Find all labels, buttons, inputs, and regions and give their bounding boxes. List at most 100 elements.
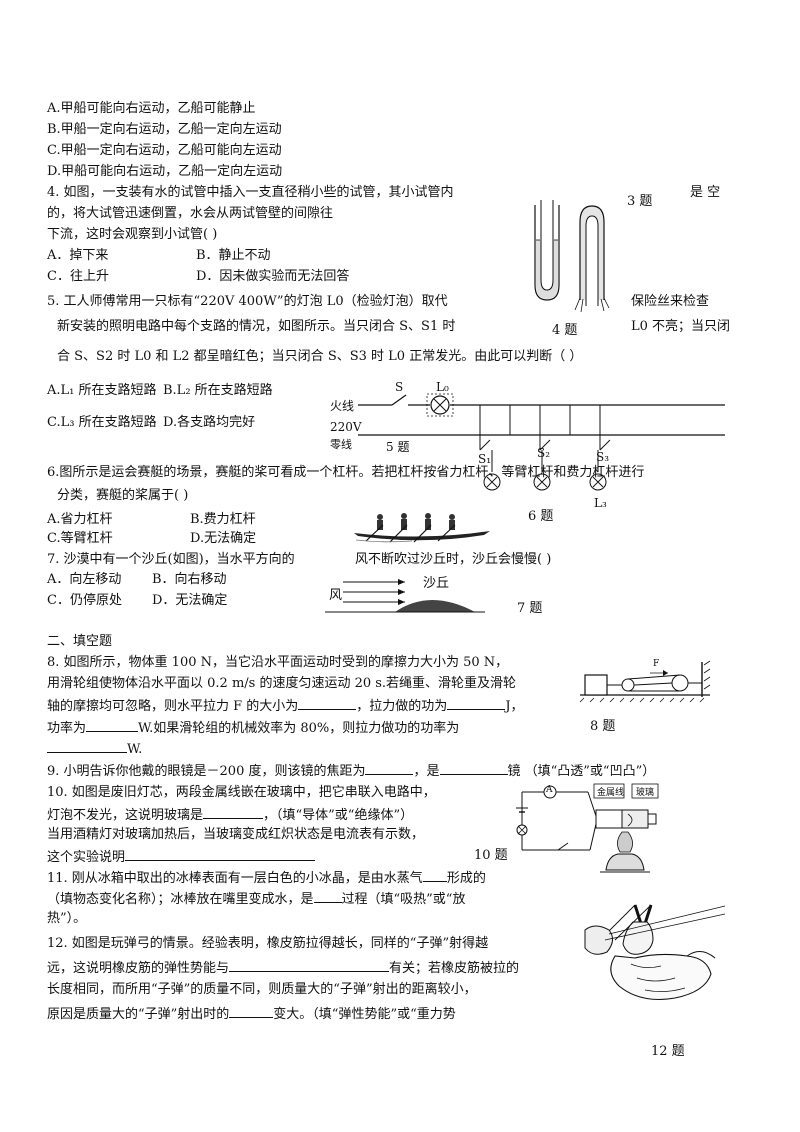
q6-option-b: B.费力杠杆 — [190, 512, 256, 527]
pulley-drawing — [579, 660, 711, 703]
q8-line4-part1: 功率为 — [47, 721, 87, 736]
q8-line3-part1: 轴的摩擦均可忽略，则水平拉力 F 的大小为 — [47, 699, 299, 714]
q5-stem-line2: 新安装的照明电路中每个支路的情况，如图所示。当只闭合 S、S1 时 — [57, 319, 456, 334]
q12-line2-part2: 有关；若橡皮筋被拉的 — [389, 961, 520, 976]
q4-stem-line1-right: 是 空 — [690, 185, 721, 200]
ammeter-symbol: A — [546, 785, 553, 795]
q11-stem-line2: （填物态变化名称）；冰棒放在嘴里变成水，是 过程（填“吸热”或“放 — [47, 889, 465, 909]
q12-energy-blank[interactable] — [229, 1004, 274, 1018]
q7-option-b: B．向右移动 — [152, 572, 227, 587]
q10-stem-line3: 当用酒精灯对玻璃加热后，当玻璃变成红炽状态是电流表有示数， — [47, 827, 425, 842]
q5-option-a: A.L₁ 所在支路短路 — [47, 383, 157, 398]
q11-line2-part1: （填物态变化名称）；冰棒放在嘴里变成水，是 — [47, 892, 314, 907]
q6-option-c: C.等臂杠杆 — [47, 531, 113, 546]
q12-line2-part1: 远，这说明橡皮筋的弹性势能与 — [47, 961, 230, 976]
q9-part1: 9. 小明告诉你他戴的眼镜是－200 度，则该镜的焦距为 — [47, 764, 366, 779]
glass-label: 玻璃 — [636, 788, 655, 798]
circuit-diagram — [358, 393, 725, 491]
q4-figure-label: 4 题 — [552, 323, 578, 338]
q8-pull-power-blank[interactable] — [47, 739, 127, 753]
q8-power-blank[interactable] — [86, 718, 139, 732]
section-title-fill-in: 二、填空题 — [47, 634, 113, 649]
q3-figure-label: 3 题 — [627, 194, 653, 209]
q3-option-d: D.甲船可能向右运动，乙船一定向左运动 — [47, 164, 283, 179]
q5-option-b: B.L₂ 所在支路短路 — [163, 383, 273, 398]
q3-option-c: C.甲船一定向右运动，乙船可能向左运动 — [47, 143, 282, 158]
q9-lens-type-blank[interactable] — [439, 761, 508, 775]
q8-stem-line3: 轴的摩擦均可忽略，则水平拉力 F 的大小为 ，拉力做的功为 J， — [47, 696, 524, 716]
q11-line1-part2: 形成的 — [446, 871, 486, 886]
q11-phase-change-blank[interactable] — [422, 868, 447, 882]
neutral-line-label: 零线 — [330, 438, 352, 451]
q6-figure-label: 6 题 — [528, 509, 554, 524]
q8-line5-unit: W. — [127, 742, 143, 757]
switch-s1-label: S₁ — [478, 452, 492, 466]
metal-wire-label: 金属线 — [597, 788, 625, 798]
q12-figure-label: 12 题 — [651, 1044, 685, 1059]
figure-5-label: 5 题 — [386, 440, 410, 454]
lamp-l0-label: L₀ — [436, 380, 449, 394]
q4-option-b: B．静止不动 — [196, 248, 271, 263]
q8-stem-line5: W. — [47, 739, 142, 759]
q12-stem-line4: 原因是质量大的“子弹”射出时的变大。（填“弹性势能”或“重力势 — [47, 1004, 456, 1024]
q11-line1-part1: 11. 刚从冰箱中取出的冰棒表面有一层白色的小冰晶，是由水蒸气 — [47, 871, 423, 886]
switch-s3-label: S₃ — [596, 450, 610, 464]
q12-elastic-energy-blank[interactable] — [229, 958, 390, 972]
q12-stem-line2: 远，这说明橡皮筋的弹性势能与 有关；若橡皮筋被拉的 — [47, 958, 519, 978]
q12-stem-line1: 12. 如图是玩弹弓的情景。经验表明，橡皮筋拉得越长，同样的“子弹”射得越 — [47, 936, 489, 951]
q6-option-a: A.省力杠杆 — [47, 512, 113, 527]
q5-option-d: D.各支路均完好 — [163, 415, 256, 430]
q9-part3: 镜 （填“凸透”或“凹凸”） — [507, 764, 656, 779]
voltage-label: 220V — [330, 420, 362, 434]
q9-part2: ，是 — [413, 764, 440, 779]
wind-dune-drawing — [325, 579, 485, 613]
q8-force-blank[interactable] — [298, 696, 357, 710]
q4-stem-line3: 下流，这时会观察到小试管( ) — [47, 227, 218, 242]
q10-line4-part1: 这个实验说明 — [47, 850, 126, 865]
q10-stem-line1: 10. 如图是废旧灯芯，两段金属线嵌在玻璃中，把它串联入电路中， — [47, 785, 436, 800]
q7-stem-b: 风不断吹过沙丘时，沙丘会慢慢( ) — [355, 552, 552, 567]
q5-option-c: C.L₃ 所在支路短路 — [47, 415, 157, 430]
sand-dune-figure: 风 沙丘 7 题 — [325, 572, 565, 622]
q6-option-d: D.无法确定 — [190, 531, 257, 546]
switch-s-label: S — [395, 380, 404, 394]
q10-conclusion-blank[interactable] — [125, 847, 316, 861]
switch-s2-label: S₂ — [537, 446, 551, 460]
q8-stem-line4: 功率为 W.如果滑轮组的机械效率为 80%，则拉力做功的功率为 — [47, 718, 459, 738]
q9-focal-length-blank[interactable] — [365, 761, 414, 775]
q8-stem-line2: 用滑轮组使物体沿水平面以 0.2 m/s 的速度匀速运动 20 s.若绳重、滑轮… — [47, 676, 517, 691]
q10-line2-part2: ，（填“导体”或“绝缘体”） — [263, 808, 414, 823]
q8-line3-part3: J， — [505, 699, 524, 714]
force-f-label: F — [653, 659, 660, 669]
q4-stem-line1: 4. 如图，一支装有水的试管中插入一支直径稍小些的试管，其小试管内 — [47, 185, 454, 200]
q10-figure-label: 10 题 — [474, 848, 508, 863]
q8-line4-part2: W.如果滑轮组的机械效率为 80%，则拉力做功的功率为 — [138, 721, 460, 736]
q9-stem: 9. 小明告诉你他戴的眼镜是－200 度，则该镜的焦距为 ，是 镜 （填“凸透”或“… — [47, 761, 655, 781]
q10-stem-line2: 灯泡不发光，这说明玻璃是 ，（填“导体”或“绝缘体”） — [47, 805, 413, 825]
q11-heat-blank[interactable] — [313, 889, 342, 903]
q12-line4-part2: 变大。（填“弹性势能”或“重力势 — [273, 1007, 456, 1022]
rowing-boat-figure — [354, 513, 490, 543]
lamp-l3-label: L₃ — [594, 496, 607, 510]
q4-option-c: C．往上升 — [47, 269, 109, 284]
pulley-figure: F — [579, 657, 730, 703]
figure-7-label: 7 题 — [517, 601, 543, 616]
q4-option-a: A．掉下来 — [47, 248, 109, 263]
q8-line3-part2: ，拉力做的功为 — [356, 699, 448, 714]
q10-stem-line4: 这个实验说明 — [47, 847, 316, 867]
fire-line-label: 火线 — [330, 399, 355, 413]
q10-conductor-blank[interactable] — [203, 805, 264, 819]
q11-line2-part2: 过程（填“吸热”或“放 — [341, 892, 466, 907]
q7-option-c: C．仍停原处 — [47, 593, 122, 608]
slingshot-figure — [584, 904, 726, 1001]
q4-option-d: D．因未做实验而无法回答 — [196, 269, 350, 284]
q8-work-blank[interactable] — [447, 696, 506, 710]
q5-stem-line3: 合 S、S2 时 L0 和 L2 都呈暗红色；当只闭合 S、S3 时 L0 正常… — [57, 349, 583, 364]
q12-stem-line3: 长度相同，而所用“子弹”的质量不同，则质量大的“子弹”射出的距离较小， — [47, 982, 477, 997]
q3-option-b: B.甲船一定向右运动，乙船一定向左运动 — [47, 122, 282, 137]
q5-stem-line2-right: L0 不亮；当只闭 — [631, 319, 731, 334]
glass-circuit-drawing — [516, 783, 659, 873]
q11-stem-line1: 11. 刚从冰箱中取出的冰棒表面有一层白色的小冰晶，是由水蒸气 形成的 — [47, 868, 486, 888]
wind-label: 风 — [329, 588, 343, 603]
q10-line2-part1: 灯泡不发光，这说明玻璃是 — [47, 808, 204, 823]
